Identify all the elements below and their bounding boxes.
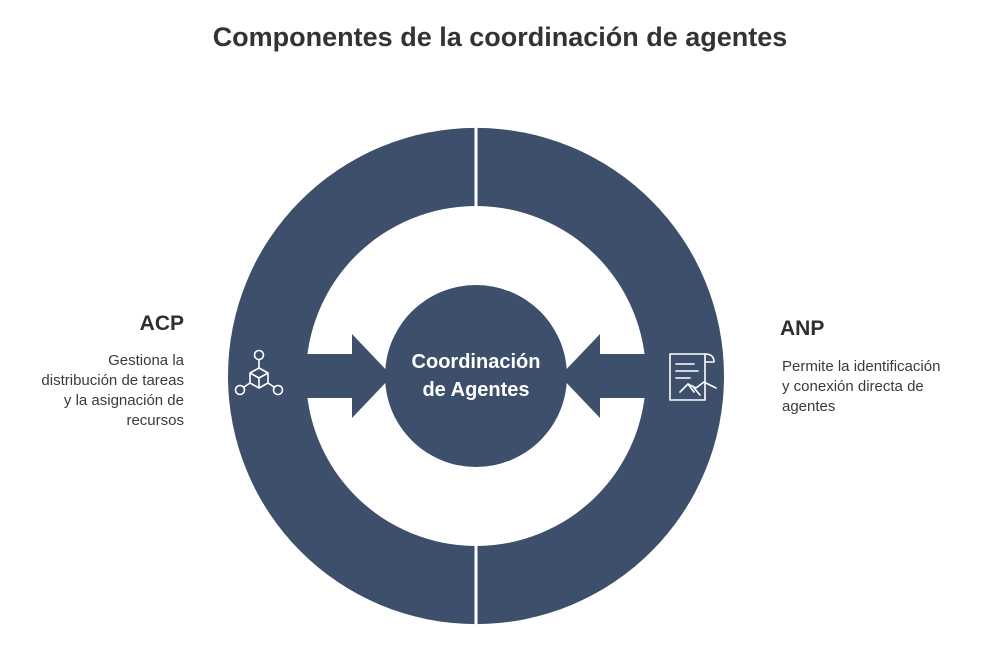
center-label-line1: Coordinación	[412, 351, 541, 373]
center-circle	[385, 285, 567, 467]
anp-title: ANP	[780, 317, 825, 340]
document-handshake-icon	[669, 353, 717, 401]
center-label-line2: de Agentes	[422, 379, 529, 401]
outer-ring	[227, 127, 724, 625]
left-arrow	[300, 334, 392, 418]
acp-description: Gestiona la distribución de tareas y la …	[41, 352, 184, 429]
right-arrow	[560, 334, 652, 418]
page-title: Componentes de la coordinación de agente…	[212, 22, 788, 52]
cubes-network-icon	[234, 349, 284, 396]
acp-title: ACP	[139, 312, 184, 335]
anp-description: Permite la identificación y conexión dir…	[782, 358, 941, 415]
